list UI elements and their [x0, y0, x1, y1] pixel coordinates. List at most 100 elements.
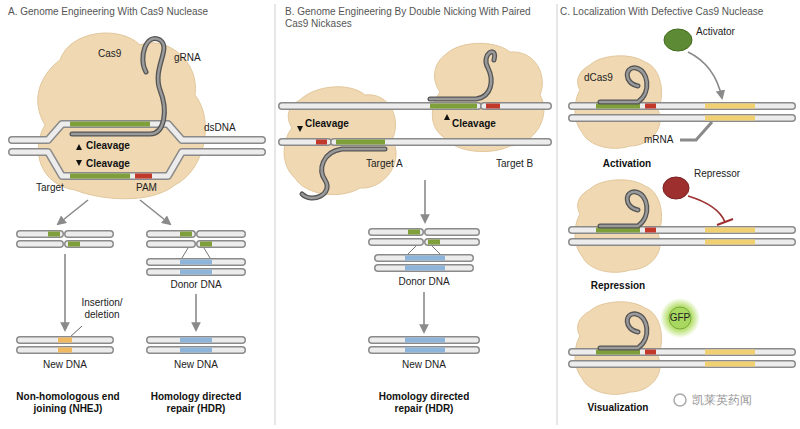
dna-strand — [484, 102, 548, 110]
dna-segment — [705, 228, 755, 233]
dna-strand — [572, 114, 792, 122]
dna-strand — [150, 242, 192, 247]
dna-segment — [408, 230, 420, 235]
cleavage-label: Cleavage — [86, 158, 130, 170]
protein-label: GFP — [666, 312, 694, 324]
dna-strand — [372, 238, 420, 246]
dna-strand — [150, 230, 192, 238]
dna-segment — [135, 174, 152, 179]
dna-strand — [282, 140, 328, 145]
dna-segment — [405, 338, 445, 343]
dna-strand — [378, 266, 470, 271]
dna-segment — [68, 242, 80, 247]
dna-strand — [20, 338, 110, 343]
result-label: New DNA — [30, 359, 100, 371]
dna-segment — [645, 350, 656, 355]
dna-strand — [378, 254, 470, 262]
panel-divider — [275, 4, 276, 425]
dna-segment — [180, 260, 212, 265]
dna-segment — [180, 232, 192, 237]
dna-strand — [372, 338, 476, 343]
dna-strand — [372, 230, 420, 235]
dna-strand — [20, 346, 110, 354]
function-label: Repression — [573, 280, 663, 292]
guide-rna — [302, 149, 385, 198]
protein-label: Activator — [696, 26, 735, 38]
mrna-strand — [680, 122, 712, 140]
dna-segment — [180, 270, 212, 275]
dna-strand — [20, 240, 60, 248]
dna-strand — [150, 268, 242, 276]
dna-strand — [200, 232, 242, 237]
dna-segment — [705, 104, 755, 109]
pam-label: PAM — [136, 182, 157, 194]
rna-label: mRNA — [644, 134, 673, 146]
dna-segment — [645, 228, 656, 233]
dna-strand — [372, 228, 420, 236]
panel-divider — [557, 4, 558, 425]
dna-segment — [705, 116, 755, 121]
dna-segment — [645, 104, 656, 109]
guide-rna — [600, 314, 647, 348]
protein-label: Repressor — [694, 168, 740, 180]
dna-strand — [282, 104, 478, 109]
dna-strand — [150, 270, 242, 275]
dna-segment — [48, 232, 60, 237]
dna-strand — [20, 242, 60, 247]
dna-strand — [372, 336, 476, 344]
dna-segment — [58, 348, 72, 353]
dna-strand — [150, 348, 242, 353]
dna-strand — [334, 138, 548, 146]
function-label: Visualization — [568, 402, 668, 414]
dna-segment — [70, 122, 150, 127]
dna-strand — [150, 240, 192, 248]
dna-segment — [428, 240, 440, 245]
protein-label: dCas9 — [584, 72, 613, 84]
dna-strand — [282, 102, 478, 110]
dna-strand — [200, 230, 242, 238]
guide-rna — [600, 314, 647, 348]
guide-rna — [430, 52, 495, 99]
target-label: Target A — [366, 158, 403, 170]
dna-strand — [572, 362, 792, 367]
dna-strand — [150, 258, 242, 266]
dna-strand — [68, 240, 110, 248]
panel-heading: A. Genome Engineering With Cas9 Nuclease — [8, 6, 208, 18]
dna-segment — [405, 256, 445, 261]
dna-strand — [12, 152, 262, 176]
cleavage-label: Cleavage — [452, 118, 496, 130]
guide-rna — [72, 39, 164, 134]
inhibition-bar — [717, 219, 733, 225]
protein-label: Cas9 — [98, 48, 121, 60]
rna-label: gRNA — [174, 52, 201, 64]
dna-strand — [68, 242, 110, 247]
dna-strand — [150, 338, 242, 343]
dna-strand — [200, 240, 242, 248]
dna-strand — [484, 104, 548, 109]
dna-segment — [70, 174, 130, 179]
dna-strand — [20, 232, 60, 237]
watermark-logo — [674, 394, 686, 406]
dna-strand — [282, 138, 328, 146]
dna-strand — [572, 240, 792, 245]
mutation-label: Insertion/ deletion — [74, 297, 130, 321]
dna-segment — [430, 104, 477, 109]
dna-strand — [378, 256, 470, 261]
dna-strand — [378, 264, 470, 272]
dna-strand — [150, 260, 242, 265]
guide-rna — [600, 192, 647, 226]
pathway-label: Homology directed repair (HDR) — [369, 391, 479, 415]
dna-strand — [334, 140, 548, 145]
dna-segment — [180, 348, 212, 353]
dna-segment — [486, 104, 500, 109]
dna-segment — [180, 338, 212, 343]
dna-strand — [68, 232, 110, 237]
dna-strand — [572, 360, 792, 368]
function-label: Activation — [582, 158, 672, 170]
dna-segment — [405, 266, 445, 271]
dna-strand — [150, 346, 242, 354]
guide-rna — [430, 52, 495, 99]
cleavage-label: Cleavage — [305, 118, 349, 130]
panel-heading: C. Localization With Defective Cas9 Nucl… — [560, 6, 763, 18]
